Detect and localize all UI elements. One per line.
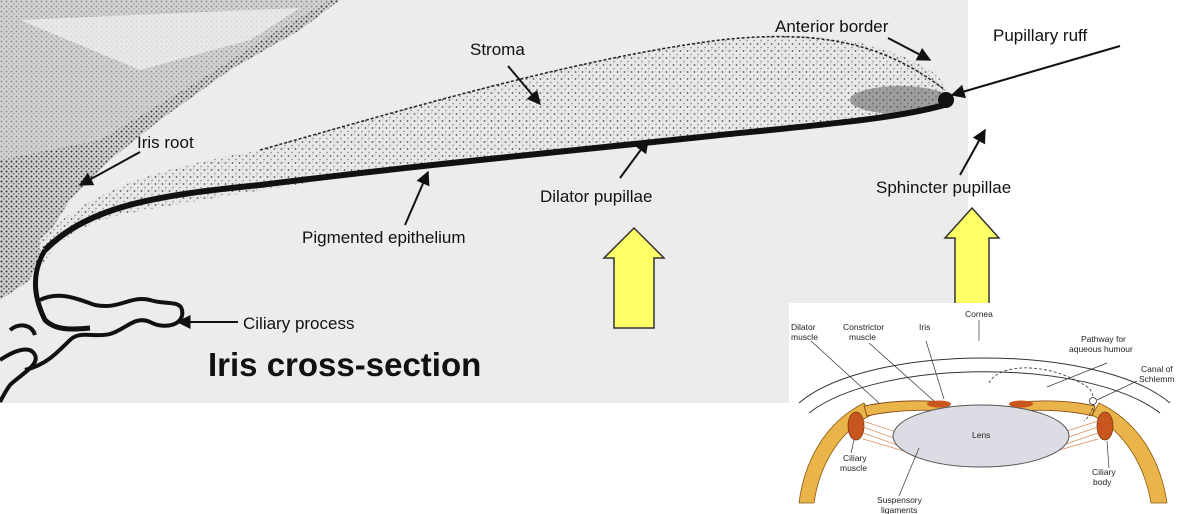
label-anterior-border: Anterior border [775, 17, 888, 37]
label-dilator-pupillae: Dilator pupillae [540, 187, 652, 207]
constrictor-right [1009, 401, 1033, 408]
label-iris-root: Iris root [137, 133, 194, 153]
label-ciliary-process: Ciliary process [243, 314, 354, 334]
label-lens: Lens [972, 430, 990, 440]
label-stroma: Stroma [470, 40, 525, 60]
ciliary-body-left [848, 412, 864, 440]
label-cornea: Cornea [965, 309, 993, 319]
label-pupillary-ruff: Pupillary ruff [993, 26, 1087, 46]
label-iris: Iris [919, 322, 930, 332]
constrictor-left [927, 401, 951, 408]
ciliary-body-right [1097, 412, 1113, 440]
label-sphincter-pupillae: Sphincter pupillae [876, 178, 1011, 198]
label-pigmented-epithelium: Pigmented epithelium [302, 228, 465, 248]
figure-title: Iris cross-section [208, 346, 481, 384]
pupillary-ruff-pointer [952, 46, 1120, 95]
canal-of-schlemm [1090, 398, 1097, 405]
